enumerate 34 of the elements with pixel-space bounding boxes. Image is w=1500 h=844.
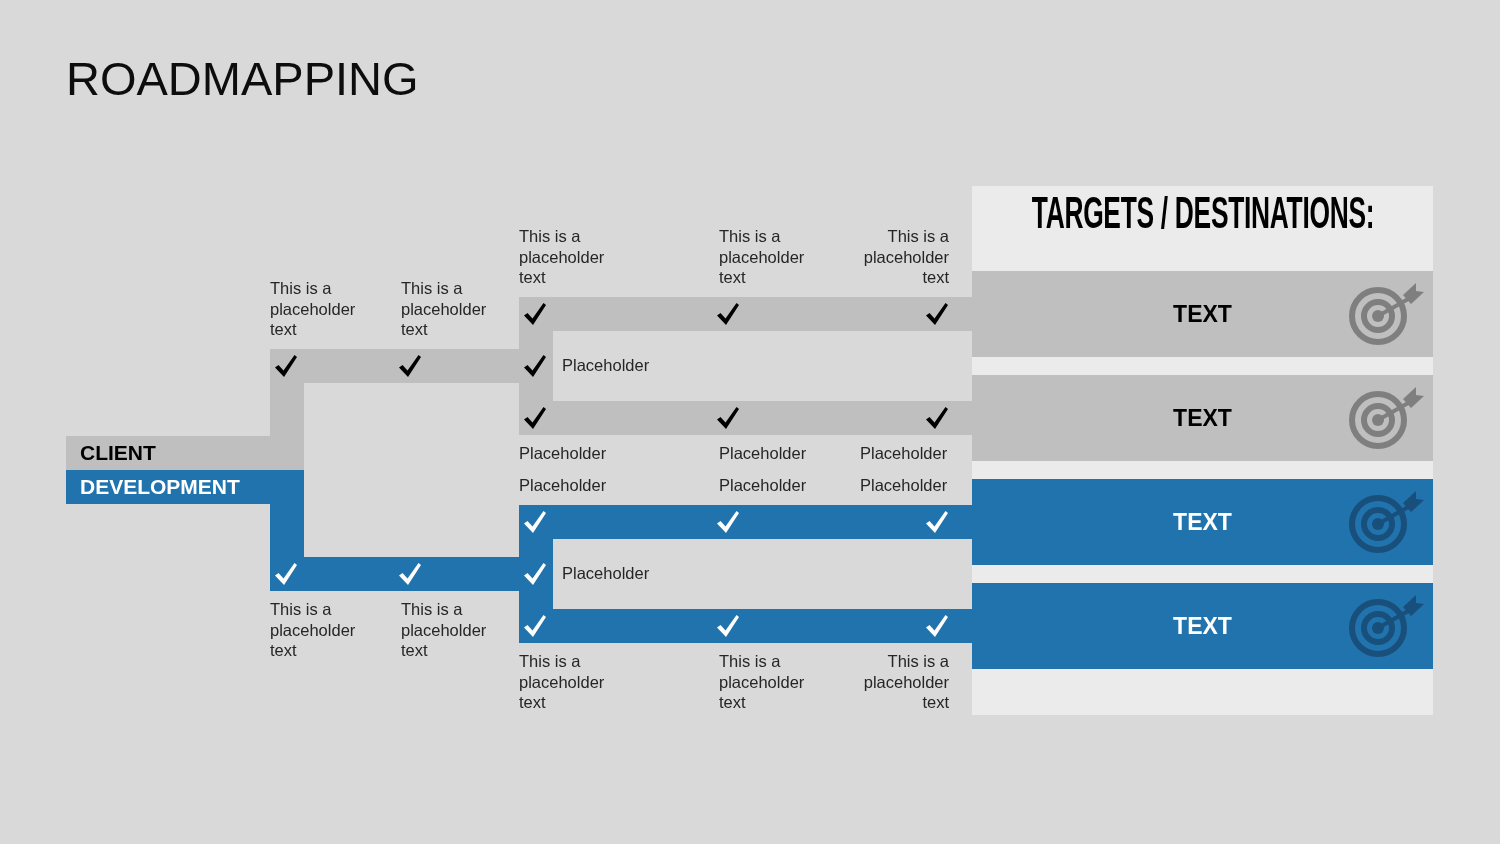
targets-panel [972, 186, 1433, 715]
task-label: Placeholder [519, 443, 607, 464]
panel-heading: TARGETS / DESTINATIONS: [1031, 190, 1374, 235]
task-label: Placeholder [860, 443, 948, 464]
milestone-note: This is a placeholder text [863, 651, 949, 713]
roadmap-path [519, 591, 972, 643]
task-label: Placeholder [562, 355, 650, 376]
target-bar [972, 271, 1433, 357]
task-label: Placeholder [860, 475, 948, 496]
milestone-note: This is a placeholder text [863, 226, 949, 288]
task-label: Placeholder [562, 563, 650, 584]
milestone-note: This is a placeholder text [270, 278, 356, 340]
target-bar [972, 479, 1433, 565]
lane-bar: DEVELOPMENT [66, 470, 270, 504]
milestone-note: This is a placeholder text [519, 651, 605, 713]
task-label: Placeholder [719, 475, 807, 496]
milestone-note: This is a placeholder text [719, 226, 805, 288]
milestone-note: This is a placeholder text [401, 278, 487, 340]
milestone-note: This is a placeholder text [401, 599, 487, 661]
target-label: TEXT [1173, 406, 1232, 430]
target-label: TEXT [1173, 302, 1232, 326]
slide-title: ROADMAPPING [66, 53, 419, 105]
target-label: TEXT [1173, 510, 1232, 534]
target-bar [972, 583, 1433, 669]
roadmap-path [518, 505, 972, 591]
roadmap-path [270, 470, 519, 591]
milestone-note: This is a placeholder text [270, 599, 356, 661]
target-bar [972, 375, 1433, 461]
lane-bar: CLIENT [66, 436, 270, 470]
milestone-note: This is a placeholder text [719, 651, 805, 713]
milestone-note: This is a placeholder text [519, 226, 605, 288]
task-label: Placeholder [719, 443, 807, 464]
target-label: TEXT [1173, 614, 1232, 638]
task-label: Placeholder [519, 475, 607, 496]
